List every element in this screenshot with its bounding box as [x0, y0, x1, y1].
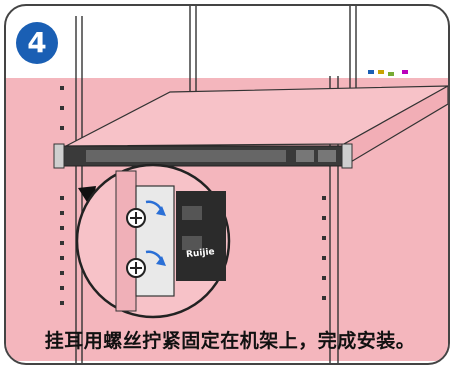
zoom-detail: [75, 163, 231, 319]
step-badge: 4: [16, 22, 58, 64]
illustration-frame: Ruijie 4 挂耳用螺丝拧紧固定在机架上，完成安装。: [4, 4, 450, 365]
mounting-ear-left: [53, 143, 65, 169]
switch-top: [65, 85, 448, 147]
rail-holes-left: [60, 86, 64, 305]
step-number: 4: [27, 26, 47, 59]
rail-holes-right: [322, 196, 326, 300]
caption-text: 挂耳用螺丝拧紧固定在机架上，完成安装。: [44, 329, 416, 352]
switch-ports: [86, 150, 336, 162]
mounting-ear-right: [341, 143, 353, 169]
color-noise: [368, 70, 408, 76]
rack-illustration: [53, 6, 448, 363]
